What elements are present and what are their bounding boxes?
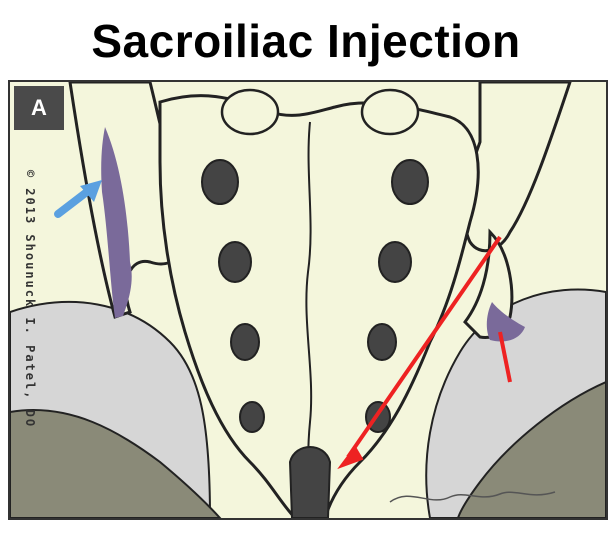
panel-label: A — [14, 86, 64, 130]
foramen-right-2 — [378, 241, 412, 283]
foramen-right-3 — [367, 323, 397, 361]
sacral-hiatus — [288, 446, 332, 518]
page-title: Sacroiliac Injection — [91, 15, 521, 67]
left-articular-process — [220, 88, 280, 136]
illustration-panel: A © 2013 Shounuck I. Patel, DO — [8, 80, 608, 520]
sacrum-illustration — [10, 82, 606, 518]
foramen-left-3 — [230, 323, 260, 361]
right-dark-region — [456, 380, 606, 518]
red-needle-icon — [337, 235, 512, 470]
foramen-right-1 — [391, 159, 429, 205]
foramen-left-4 — [239, 401, 265, 433]
foramen-left-1 — [201, 159, 239, 205]
copyright-text: © 2013 Shounuck I. Patel, DO — [23, 169, 37, 429]
right-joint-highlight — [486, 302, 525, 342]
artist-signature — [389, 491, 556, 503]
left-joint-highlight — [101, 127, 132, 318]
right-iliac-wing — [463, 82, 572, 253]
right-articular-process — [360, 88, 420, 136]
blue-arrow-icon — [54, 180, 102, 218]
left-dark-region — [10, 409, 222, 518]
foramen-left-2 — [218, 241, 252, 283]
